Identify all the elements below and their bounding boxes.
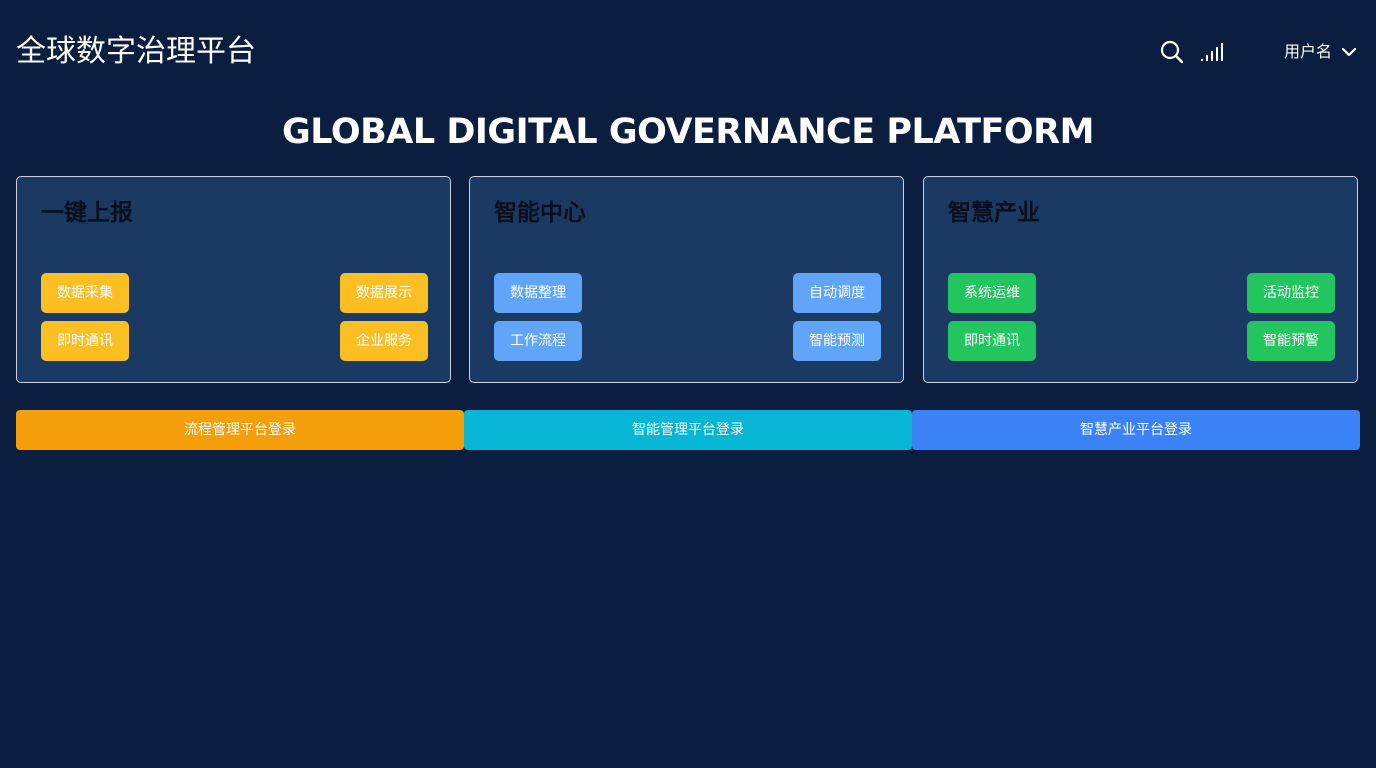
workflow-button[interactable]: 工作流程	[494, 321, 582, 361]
process-platform-login-button[interactable]: 流程管理平台登录	[16, 410, 464, 450]
card-title: 智能中心	[494, 200, 586, 226]
card-smart-industry: 智慧产业 系统运维 活动监控 即时通讯 智能预警	[923, 176, 1358, 383]
user-name: 用户名	[1284, 42, 1333, 61]
data-display-button[interactable]: 数据展示	[340, 273, 428, 313]
smart-platform-login-button[interactable]: 智能管理平台登录	[464, 410, 912, 450]
signal-icon	[1198, 40, 1226, 64]
auto-dispatch-button[interactable]: 自动调度	[793, 273, 881, 313]
hero-title: GLOBAL DIGITAL GOVERNANCE PLATFORM	[282, 112, 1094, 152]
instant-messaging-button[interactable]: 即时通讯	[41, 321, 129, 361]
data-organize-button[interactable]: 数据整理	[494, 273, 582, 313]
activity-monitor-button[interactable]: 活动监控	[1247, 273, 1335, 313]
system-ops-button[interactable]: 系统运维	[948, 273, 1036, 313]
card-title: 一键上报	[41, 200, 133, 226]
card-smart-center: 智能中心 数据整理 自动调度 工作流程 智能预测	[469, 176, 904, 383]
user-menu[interactable]: 用户名	[1284, 38, 1358, 66]
card-one-click-report: 一键上报 数据采集 数据展示 即时通讯 企业服务	[16, 176, 451, 383]
top-header: 全球数字治理平台 用户名	[0, 0, 1376, 104]
smart-prediction-button[interactable]: 智能预测	[793, 321, 881, 361]
smart-warning-button[interactable]: 智能预警	[1247, 321, 1335, 361]
instant-messaging-button[interactable]: 即时通讯	[948, 321, 1036, 361]
card-title: 智慧产业	[948, 200, 1040, 226]
chevron-down-icon	[1341, 47, 1357, 57]
industry-platform-login-button[interactable]: 智慧产业平台登录	[912, 410, 1360, 450]
data-collection-button[interactable]: 数据采集	[41, 273, 129, 313]
app-title: 全球数字治理平台	[16, 34, 256, 69]
search-button[interactable]	[1158, 38, 1186, 66]
search-icon	[1160, 40, 1184, 64]
enterprise-service-button[interactable]: 企业服务	[340, 321, 428, 361]
